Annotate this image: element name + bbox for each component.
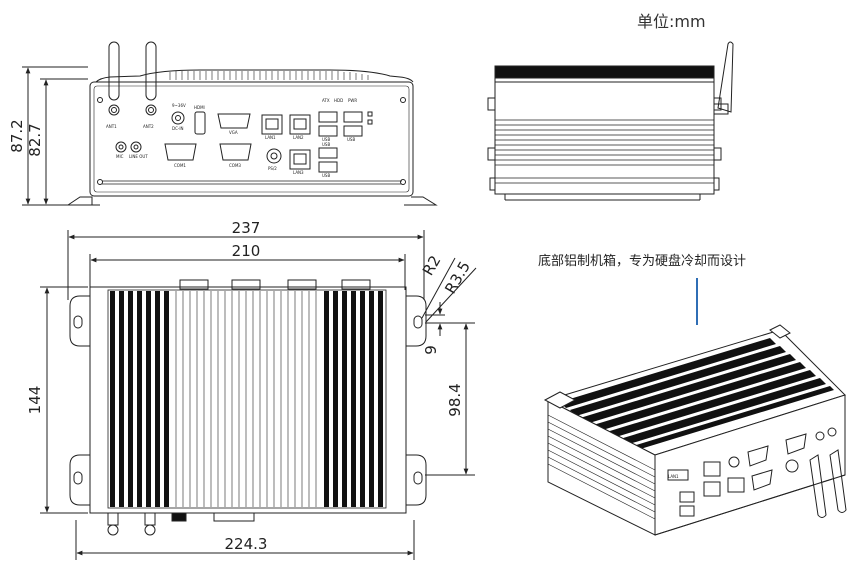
- port-label: VGA: [229, 130, 238, 135]
- port-label: USB: [322, 137, 330, 142]
- port-label: USB: [347, 137, 355, 142]
- iso-panel-label: LAN1: [668, 474, 679, 479]
- dim-82-7: 82.7: [26, 123, 44, 156]
- top-view: [40, 230, 477, 560]
- port-label: ATX: [322, 98, 330, 103]
- port-label: 9~36V: [172, 103, 186, 108]
- iso-fins: [560, 338, 834, 454]
- dim-210: 210: [232, 242, 261, 260]
- port-label: DC-IN: [172, 126, 184, 131]
- dim-87-2: 87.2: [8, 119, 26, 152]
- unit-label: 单位:mm: [637, 12, 706, 31]
- side-view: [487, 41, 734, 201]
- top-view-fins-right: [324, 291, 383, 507]
- port-label: COM1: [174, 163, 186, 168]
- port-label: USB: [322, 173, 330, 178]
- port-label: LINE OUT: [129, 154, 148, 159]
- port-label: LAN1: [265, 135, 276, 140]
- port-label: PS/2: [268, 166, 277, 171]
- port-label: ANT2: [143, 124, 154, 129]
- dim-224-3: 224.3: [225, 535, 268, 553]
- dim-237: 237: [232, 219, 261, 237]
- port-label: COM3: [229, 163, 241, 168]
- heatsink-caption: 底部铝制机箱，专为硬盘冷却而设计: [538, 254, 747, 269]
- port-label: LAN3: [293, 170, 304, 175]
- front-fin-lines: [169, 71, 369, 80]
- port-label: PWR: [348, 98, 357, 103]
- port-label: LAN2: [293, 135, 304, 140]
- port-label: USB: [322, 142, 330, 147]
- iso-view: [543, 324, 847, 536]
- front-view: [22, 41, 438, 206]
- front-port-labels: ANT1 ANT2 9~36V DC-IN HDMI VGA LAN1 LAN2…: [106, 98, 357, 178]
- port-label: HDD: [334, 98, 343, 103]
- port-label: MIC: [116, 154, 124, 159]
- dim-r3-5: R3.5: [441, 258, 474, 297]
- dim-98-4: 98.4: [446, 383, 464, 416]
- port-label: ANT1: [106, 124, 117, 129]
- top-view-fins-middle: [175, 291, 317, 507]
- port-label: HDMI: [194, 105, 205, 110]
- dim-144: 144: [26, 386, 44, 415]
- dim-9: 9: [422, 345, 440, 355]
- top-view-fins-left: [110, 291, 169, 507]
- dim-r2: R2: [419, 252, 445, 278]
